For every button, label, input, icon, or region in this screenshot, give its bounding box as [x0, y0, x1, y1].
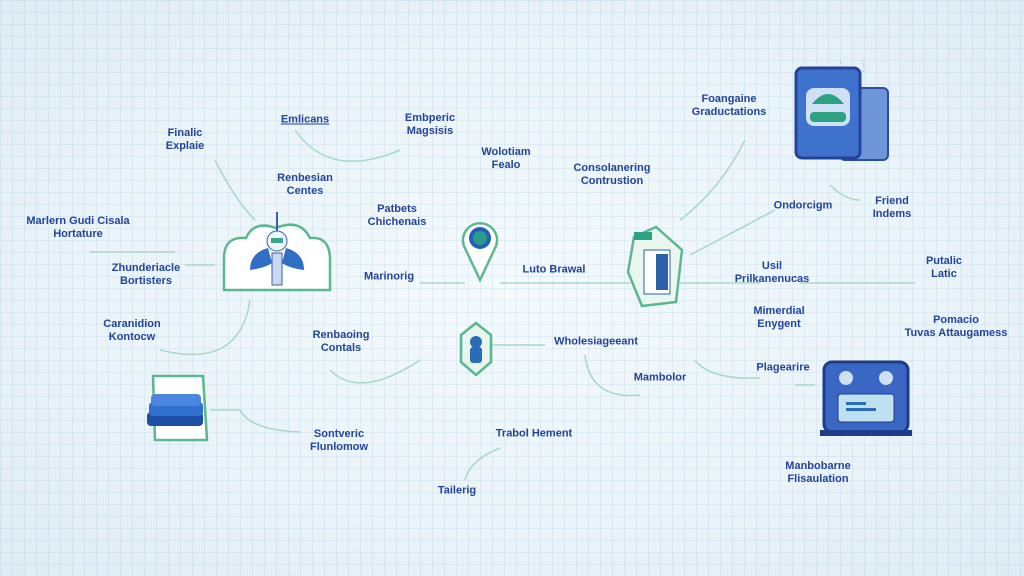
connector	[329, 359, 421, 384]
connector	[679, 139, 746, 221]
connector	[210, 409, 301, 433]
label-tailerig: Tailerig	[438, 485, 476, 498]
label-line: Graductations	[691, 106, 767, 118]
rocket-cloud-icon[interactable]	[220, 208, 334, 294]
label-line: Zhunderiacle	[111, 262, 181, 274]
label-line: Chichenais	[367, 216, 427, 228]
label-line: Mambolor	[633, 371, 687, 384]
connector	[694, 359, 761, 379]
label-line: Prilkanenucas	[734, 273, 810, 285]
label-line: Wholesiageeant	[554, 335, 638, 348]
label-line: Marinorig	[363, 270, 415, 283]
label-line: Contals	[320, 342, 362, 354]
document-stack-icon[interactable]	[145, 372, 215, 444]
label-marinorig: Marinorig	[364, 271, 414, 284]
label-line: Embperic	[404, 112, 456, 124]
label-emlicans: Emlicans	[281, 114, 329, 127]
connector	[159, 299, 251, 356]
connector	[689, 209, 776, 256]
connector	[294, 129, 401, 162]
label-line: Ondorcigm	[773, 199, 833, 212]
label-line: Marlern Gudi Cisala	[26, 215, 130, 227]
label-wholesiageeant: Wholesiageeant	[554, 336, 638, 349]
label-line: Sontveric	[313, 428, 365, 440]
label-line: Latic	[931, 268, 957, 280]
label-line: Fealo	[491, 159, 521, 171]
person-hexagon-icon[interactable]	[458, 320, 494, 378]
label-line: Tuvas Attaugamess	[904, 327, 1008, 339]
label-line: Manbobarne	[785, 460, 851, 472]
wifi-device-icon[interactable]	[790, 60, 895, 170]
label-line: Usil	[761, 260, 783, 272]
label-line: Contrustion	[580, 175, 644, 187]
label-plagearire: Plagearire	[756, 362, 809, 375]
label-ondorcigm: Ondorcigm	[774, 200, 833, 213]
label-line: Tailerig	[437, 484, 477, 497]
label-line: Flunlomow	[309, 441, 369, 453]
label-line: Magsisis	[406, 125, 454, 137]
label-line: Finalic	[167, 127, 203, 139]
location-pin-icon[interactable]	[460, 218, 500, 282]
label-line: Renbesian	[277, 172, 333, 184]
label-line: Bortisters	[120, 275, 172, 287]
document-hexagon-icon[interactable]	[624, 222, 686, 308]
label-mambolor: Mambolor	[634, 372, 687, 385]
label-line: Luto Brawal	[522, 263, 586, 276]
label-line: Foangaine	[701, 93, 757, 105]
label-line: Pomacio	[933, 314, 979, 326]
connector	[829, 184, 861, 201]
label-line: Kontocw	[108, 331, 156, 343]
label-line: Trabol Hement	[495, 427, 573, 440]
label-line: Wolotiam	[481, 146, 531, 158]
label-line: Indems	[872, 208, 912, 220]
label-line: Consolanering	[573, 162, 651, 174]
label-line: Enygent	[757, 318, 801, 330]
connector	[464, 447, 501, 481]
connector	[214, 159, 256, 221]
label-line: Renbaoing	[312, 329, 370, 341]
label-line: Patbets	[377, 203, 417, 215]
label-line: Plagearire	[756, 361, 810, 374]
label-line: Putalic	[925, 255, 963, 267]
connector	[584, 354, 641, 397]
label-line: Centes	[286, 185, 324, 197]
label-line: Hortature	[53, 228, 103, 240]
label-line: Caranidion	[103, 318, 161, 330]
label-trabol: Trabol Hement	[496, 428, 572, 441]
label-line: Friend	[875, 195, 909, 207]
machine-terminal-icon[interactable]	[818, 358, 914, 440]
label-line: Mimerdial	[753, 305, 805, 317]
label-line: Flisaulation	[787, 473, 849, 485]
label-line: Emlicans	[280, 113, 330, 126]
label-luto: Luto Brawal	[523, 264, 586, 277]
label-line: Explaie	[165, 140, 205, 152]
